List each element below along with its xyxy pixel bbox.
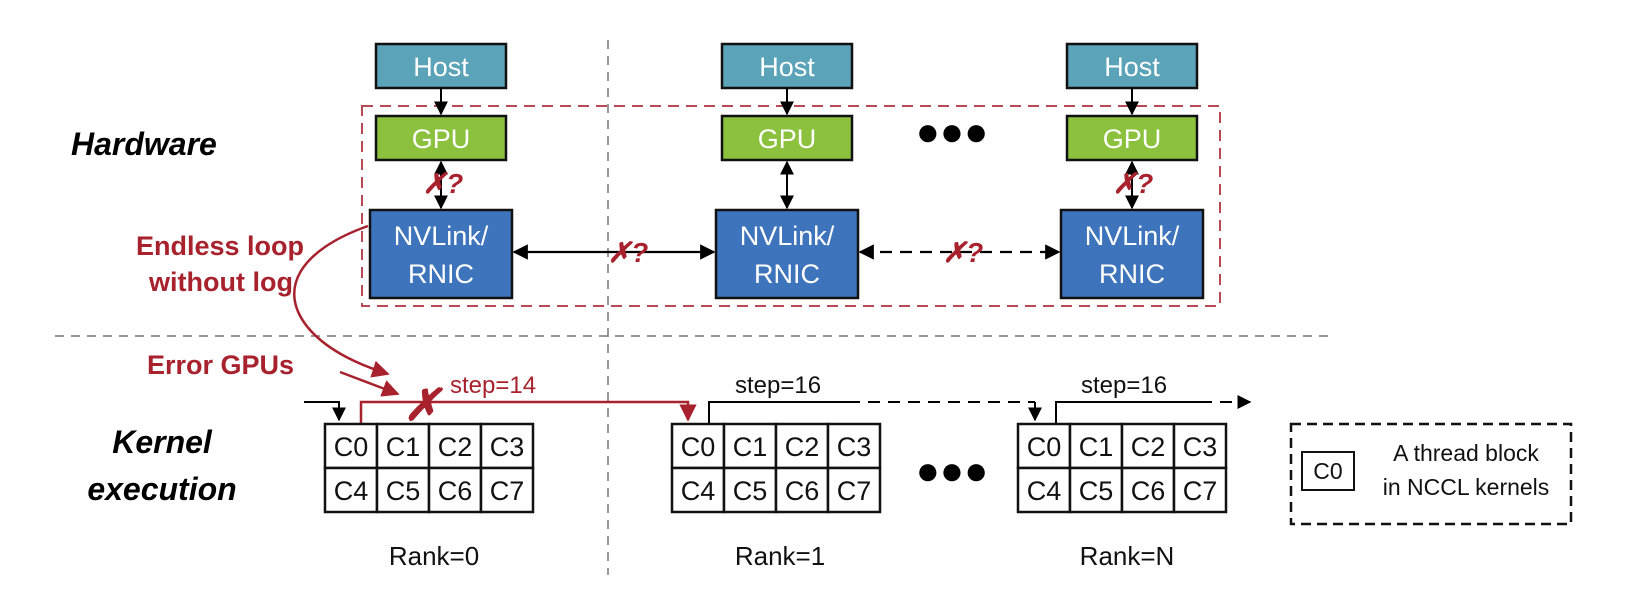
execution-label: execution	[87, 471, 236, 507]
nic-label-line2: RNIC	[754, 259, 820, 289]
host-box	[720, 42, 854, 90]
thread-block-cell	[1068, 422, 1124, 470]
thread-block-cell	[722, 466, 778, 514]
nic-label-line2: RNIC	[1099, 259, 1165, 289]
endless-loop-arrow	[293, 224, 390, 378]
kernel-input-arrow	[304, 401, 346, 422]
thread-block-cell	[1172, 422, 1228, 470]
error-gpus-label: Error GPUs	[147, 350, 294, 380]
hardware-region	[361, 105, 1221, 307]
thread-block-label: C1	[1079, 432, 1114, 462]
error-gpus-arrow	[339, 370, 400, 397]
step-label-rank1: step=16	[735, 372, 821, 399]
node-rank-0: Host GPU NVLink/ RNIC	[368, 42, 514, 300]
fault-mark-gpu0: ✗?	[423, 168, 464, 199]
host-label: Host	[1104, 52, 1160, 82]
nic-label-line1: NVLink/	[740, 221, 835, 251]
thread-block-label: C5	[386, 476, 421, 506]
thread-block-label: C6	[1131, 476, 1166, 506]
thread-block-cell	[826, 466, 882, 514]
legend-cell	[1301, 451, 1355, 491]
thread-block-cell	[479, 466, 535, 514]
gpu-label: GPU	[1103, 124, 1162, 154]
endless-loop-label-line2: without log	[148, 267, 293, 297]
thread-block-cell	[1172, 466, 1228, 514]
thread-block-label: C7	[837, 476, 872, 506]
thread-block-cell	[427, 466, 483, 514]
thread-block-cell	[1016, 466, 1072, 514]
hardware-label: Hardware	[71, 126, 217, 162]
fault-mark-link1n: ✗?	[943, 237, 984, 268]
legend: C0 A thread block in NCCL kernels	[1289, 422, 1573, 526]
thread-block-label: C0	[1027, 432, 1062, 462]
thread-block-label: C0	[681, 432, 716, 462]
thread-block-cell	[323, 422, 379, 470]
thread-block-cell	[323, 466, 379, 514]
thread-block-label: C0	[334, 432, 369, 462]
thread-block-label: C1	[733, 432, 768, 462]
thread-block-cell	[670, 466, 726, 514]
thread-block-label: C2	[1131, 432, 1166, 462]
step-label-rankn: step=16	[1081, 372, 1167, 399]
gpu-box	[374, 114, 508, 162]
step-arrow-1-n	[708, 401, 848, 424]
nic-label-line1: NVLink/	[1085, 221, 1180, 251]
fault-mark-link01: ✗?	[608, 237, 649, 268]
host-box	[374, 42, 508, 90]
thread-block-cell	[1016, 422, 1072, 470]
host-label: Host	[759, 52, 815, 82]
step-label-rank0: step=14	[450, 372, 536, 399]
hardware-ellipsis: ●●●	[916, 110, 988, 154]
host-box	[1065, 42, 1199, 90]
thread-block-label: C6	[438, 476, 473, 506]
thread-block-label: C7	[490, 476, 525, 506]
nic-label-line1: NVLink/	[394, 221, 489, 251]
step-arrow-0-1	[359, 400, 697, 424]
thread-block-label: C5	[1079, 476, 1114, 506]
step-arrow-n-out	[1055, 401, 1200, 424]
node-rank-n: Host GPU NVLink/ RNIC	[1059, 42, 1205, 300]
host-label: Host	[413, 52, 469, 82]
rank-label-n: Rank=N	[1080, 541, 1175, 571]
rank-label-1: Rank=1	[735, 541, 825, 571]
kernel-ellipsis: ●●●	[916, 449, 988, 493]
thread-block-label: C5	[733, 476, 768, 506]
thread-block-label: C2	[785, 432, 820, 462]
thread-block-label: C2	[438, 432, 473, 462]
legend-line2: in NCCL kernels	[1383, 474, 1550, 500]
gpu-label: GPU	[758, 124, 817, 154]
nic-box	[1059, 208, 1205, 300]
gpu-box	[1065, 114, 1199, 162]
endless-loop-label-line1: Endless loop	[136, 231, 304, 261]
nic-box	[714, 208, 860, 300]
rank-label-0: Rank=0	[389, 541, 479, 571]
thread-block-label: C6	[785, 476, 820, 506]
thread-block-label: C4	[681, 476, 716, 506]
thread-block-label: C3	[490, 432, 525, 462]
thread-block-cell	[427, 422, 483, 470]
thread-block-label: C4	[1027, 476, 1062, 506]
kernel-label: Kernel	[112, 424, 213, 460]
thread-block-label: C1	[386, 432, 421, 462]
legend-cell-label: C0	[1313, 458, 1342, 484]
legend-line1: A thread block	[1393, 440, 1539, 466]
error-cross: ✗	[404, 381, 444, 430]
gpu-label: GPU	[412, 124, 471, 154]
thread-block-label: C3	[837, 432, 872, 462]
gpu-box	[720, 114, 854, 162]
thread-block-label: C4	[334, 476, 369, 506]
nic-label-line2: RNIC	[408, 259, 474, 289]
fault-mark-gpun: ✗?	[1113, 168, 1154, 199]
nic-box	[368, 208, 514, 300]
thread-block-cell	[1120, 466, 1176, 514]
node-rank-1: Host GPU NVLink/ RNIC	[714, 42, 860, 300]
thread-block-label: C7	[1183, 476, 1218, 506]
thread-block-label: C3	[1183, 432, 1218, 462]
